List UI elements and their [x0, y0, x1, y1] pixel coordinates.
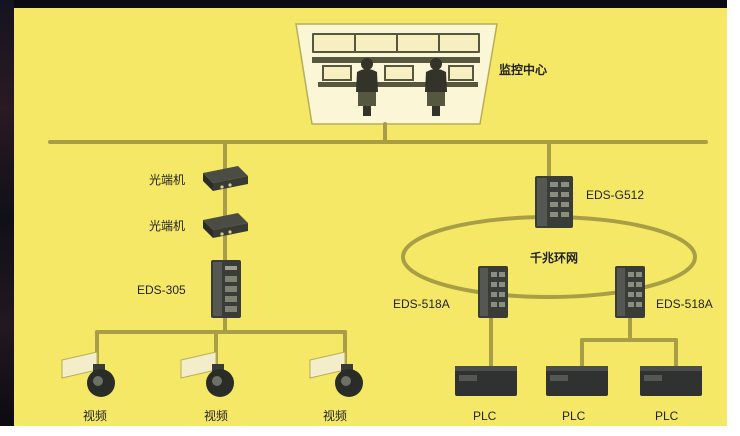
video-wall — [312, 33, 480, 63]
camera-2-label: 视频 — [204, 409, 228, 423]
gigabit-ring-label: 千兆环网 — [530, 251, 578, 265]
camera-1-icon — [62, 352, 115, 397]
plc-2-label: PLC — [562, 409, 585, 423]
camera-3-label: 视频 — [323, 409, 347, 423]
monitoring-center-label: 监控中心 — [499, 63, 547, 77]
camera-2-icon — [181, 352, 234, 397]
switch-eds-305-icon — [211, 260, 241, 318]
fiber-converter-2-icon — [203, 213, 248, 238]
plc-1-icon — [455, 366, 517, 396]
camera-1-label: 视频 — [83, 409, 107, 423]
switch-eds-518a-left-icon — [478, 266, 508, 318]
plc-2-icon — [546, 366, 608, 396]
fiber-converter-1-icon — [203, 166, 248, 191]
desk-monitors — [318, 65, 478, 87]
camera-3-icon — [310, 352, 363, 397]
network-links — [50, 124, 706, 368]
plc-1-label: PLC — [473, 409, 496, 423]
switch-eds-518a-left-label: EDS-518A — [393, 297, 450, 311]
monitoring-center-graphic — [296, 24, 497, 124]
switch-eds-g512-icon — [535, 176, 573, 228]
fiber-converter-1-label: 光端机 — [149, 173, 185, 187]
switch-eds-g512-label: EDS-G512 — [586, 188, 644, 202]
fiber-converter-2-label: 光端机 — [149, 219, 185, 233]
switch-eds-518a-right-icon — [615, 266, 645, 318]
plc-3-label: PLC — [655, 409, 678, 423]
switch-eds-305-label: EDS-305 — [137, 283, 186, 297]
plc-3-icon — [640, 366, 702, 396]
switch-eds-518a-right-label: EDS-518A — [656, 297, 713, 311]
